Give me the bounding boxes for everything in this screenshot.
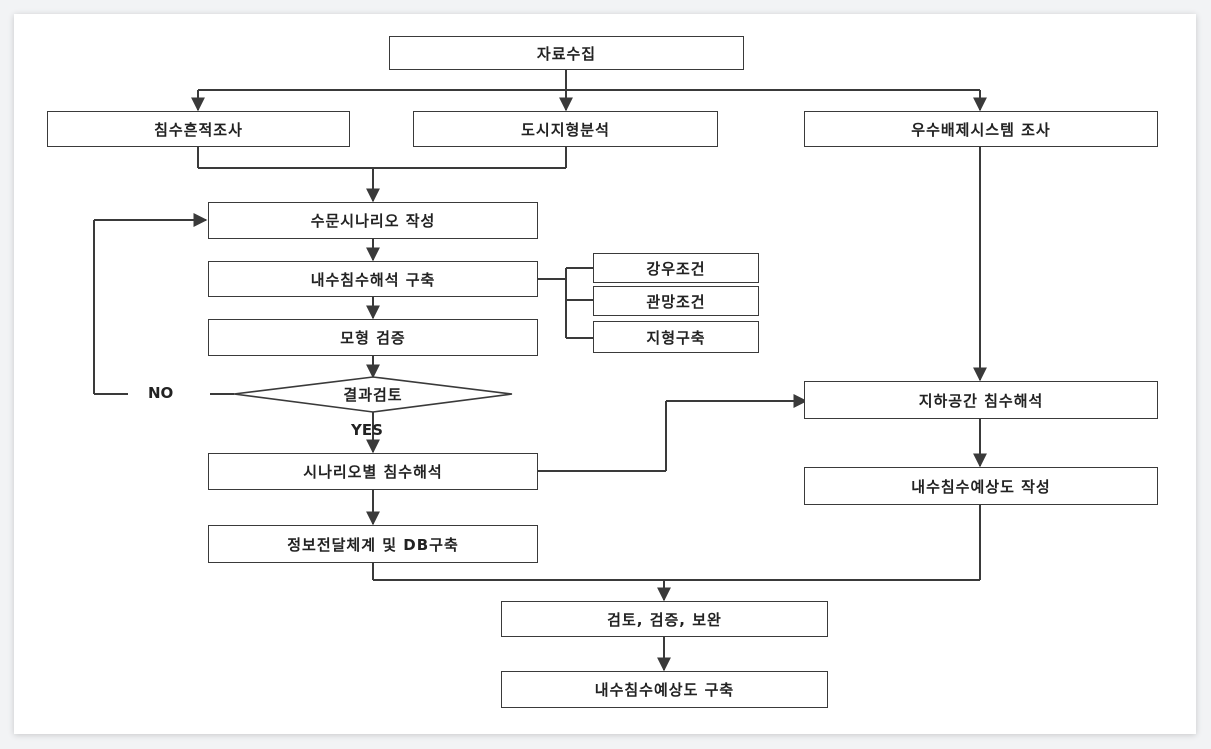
label-no: NO [148,384,174,402]
node-model-verification: 모형 검증 [208,319,538,356]
node-hydro-scenario: 수문시나리오 작성 [208,202,538,239]
node-info-db-build: 정보전달체계 및 DB구축 [208,525,538,563]
node-inland-map-build: 내수침수예상도 구축 [501,671,828,708]
decision-diamond [233,376,513,413]
node-terrain-build: 지형구축 [593,321,759,353]
node-data-collection: 자료수집 [389,36,744,70]
node-rain-condition: 강우조건 [593,253,759,283]
node-drainage-system-survey: 우수배제시스템 조사 [804,111,1158,147]
node-inland-flood-analysis: 내수침수해석 구축 [208,261,538,297]
node-flood-trace-survey: 침수흔적조사 [47,111,350,147]
node-pipe-condition: 관망조건 [593,286,759,316]
label-yes: YES [351,421,383,439]
node-scenario-flood-analysis: 시나리오별 침수해석 [208,453,538,490]
node-review-verify-supplement: 검토, 검증, 보완 [501,601,828,637]
decision-result-review: 결과검토 [343,386,403,404]
node-inland-map-write: 내수침수예상도 작성 [804,467,1158,505]
node-underground-flood-analysis: 지하공간 침수해석 [804,381,1158,419]
node-urban-terrain-analysis: 도시지형분석 [413,111,718,147]
